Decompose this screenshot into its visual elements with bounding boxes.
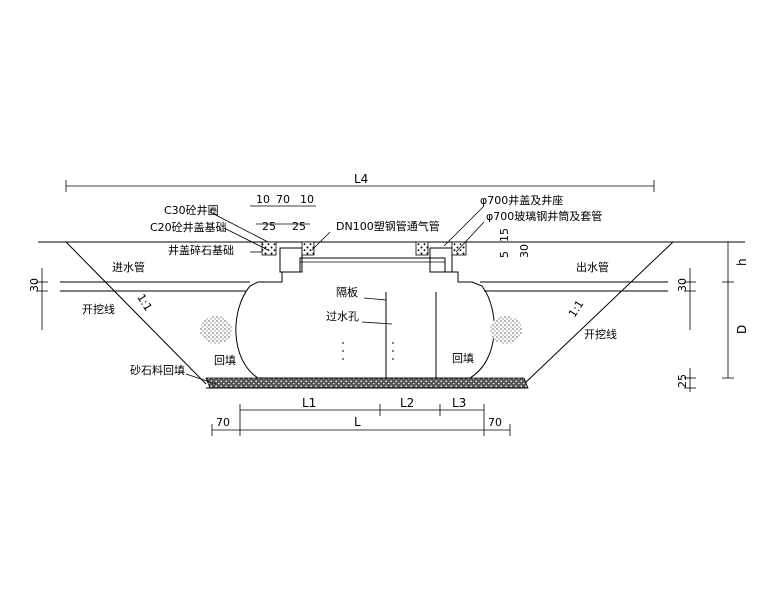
backfill-hatch-right — [490, 316, 522, 344]
dim-text-L1: L1 — [302, 396, 316, 410]
excavation-line-right — [523, 241, 674, 385]
manhole-shaft-right — [429, 247, 453, 273]
dim-text-30-small: 30 — [518, 244, 531, 258]
dim-text-15: 15 — [498, 228, 511, 242]
cover-base-right — [415, 241, 429, 256]
leader-hole — [361, 321, 393, 325]
dim-text-70: 70 — [276, 193, 290, 206]
dim-text-25-left: 25 — [262, 220, 276, 233]
dim-text-L3: L3 — [452, 396, 466, 410]
dim-text-70-right: 70 — [488, 416, 502, 429]
label-excavation-right: 开挖线 — [584, 327, 617, 341]
leader-c20 — [223, 227, 269, 251]
leader-sand — [185, 373, 217, 385]
dim-text-10-right: 10 — [300, 193, 314, 206]
label-backfill-right: 回填 — [452, 351, 474, 365]
label-gravel-base: 井盖碎石基础 — [168, 243, 234, 257]
dim-text-L4: L4 — [354, 172, 368, 186]
manhole-shaft-left — [279, 247, 303, 273]
leader-frp — [455, 221, 485, 253]
leader-vent — [311, 231, 331, 251]
dim-text-D: D — [735, 325, 749, 334]
dim-text-5: 5 — [498, 251, 511, 258]
dim-text-25-right: 25 — [292, 220, 306, 233]
label-outlet-pipe: 出水管 — [576, 260, 609, 274]
leader-baffle — [363, 297, 387, 301]
backfill-hatch-left — [200, 316, 232, 344]
dim-text-h: h — [735, 258, 749, 266]
dim-text-10-left: 10 — [256, 193, 270, 206]
dim-text-70-left: 70 — [216, 416, 230, 429]
label-manhole-cover: φ700井盖及井座 — [480, 193, 563, 207]
label-flow-hole: 过水孔 — [326, 310, 359, 323]
sand-gravel-bed — [205, 377, 529, 389]
label-sand-backfill: 砂石料回填 — [130, 363, 185, 377]
dim-text-30-right: 30 — [676, 278, 689, 292]
cover-base-left — [261, 241, 277, 256]
label-c20-base: C20砼井盖基础 — [150, 220, 227, 234]
label-backfill-left: 回填 — [214, 353, 236, 367]
label-inlet-pipe: 进水管 — [112, 260, 145, 274]
dim-text-L: L — [354, 415, 361, 429]
label-c30-ring: C30砼井圈 — [164, 203, 219, 217]
label-baffle: 隔板 — [336, 285, 358, 299]
label-frp-shaft: φ700玻璃钢井筒及套管 — [486, 209, 602, 223]
label-excavation-left: 开挖线 — [82, 302, 115, 316]
label-slope-left: 1:1 — [134, 292, 154, 314]
dim-text-25-bottom: 25 — [676, 374, 689, 388]
excavation-line-left — [65, 241, 207, 385]
label-slope-right: 1:1 — [566, 298, 586, 320]
leader-c30 — [209, 211, 269, 243]
dim-text-30-left: 30 — [28, 278, 41, 292]
leader-cover — [443, 205, 485, 247]
label-vent-pipe: DN100塑钢管通气管 — [336, 219, 440, 233]
cover-base-left-2 — [301, 241, 315, 256]
dim-text-L2: L2 — [400, 396, 414, 410]
